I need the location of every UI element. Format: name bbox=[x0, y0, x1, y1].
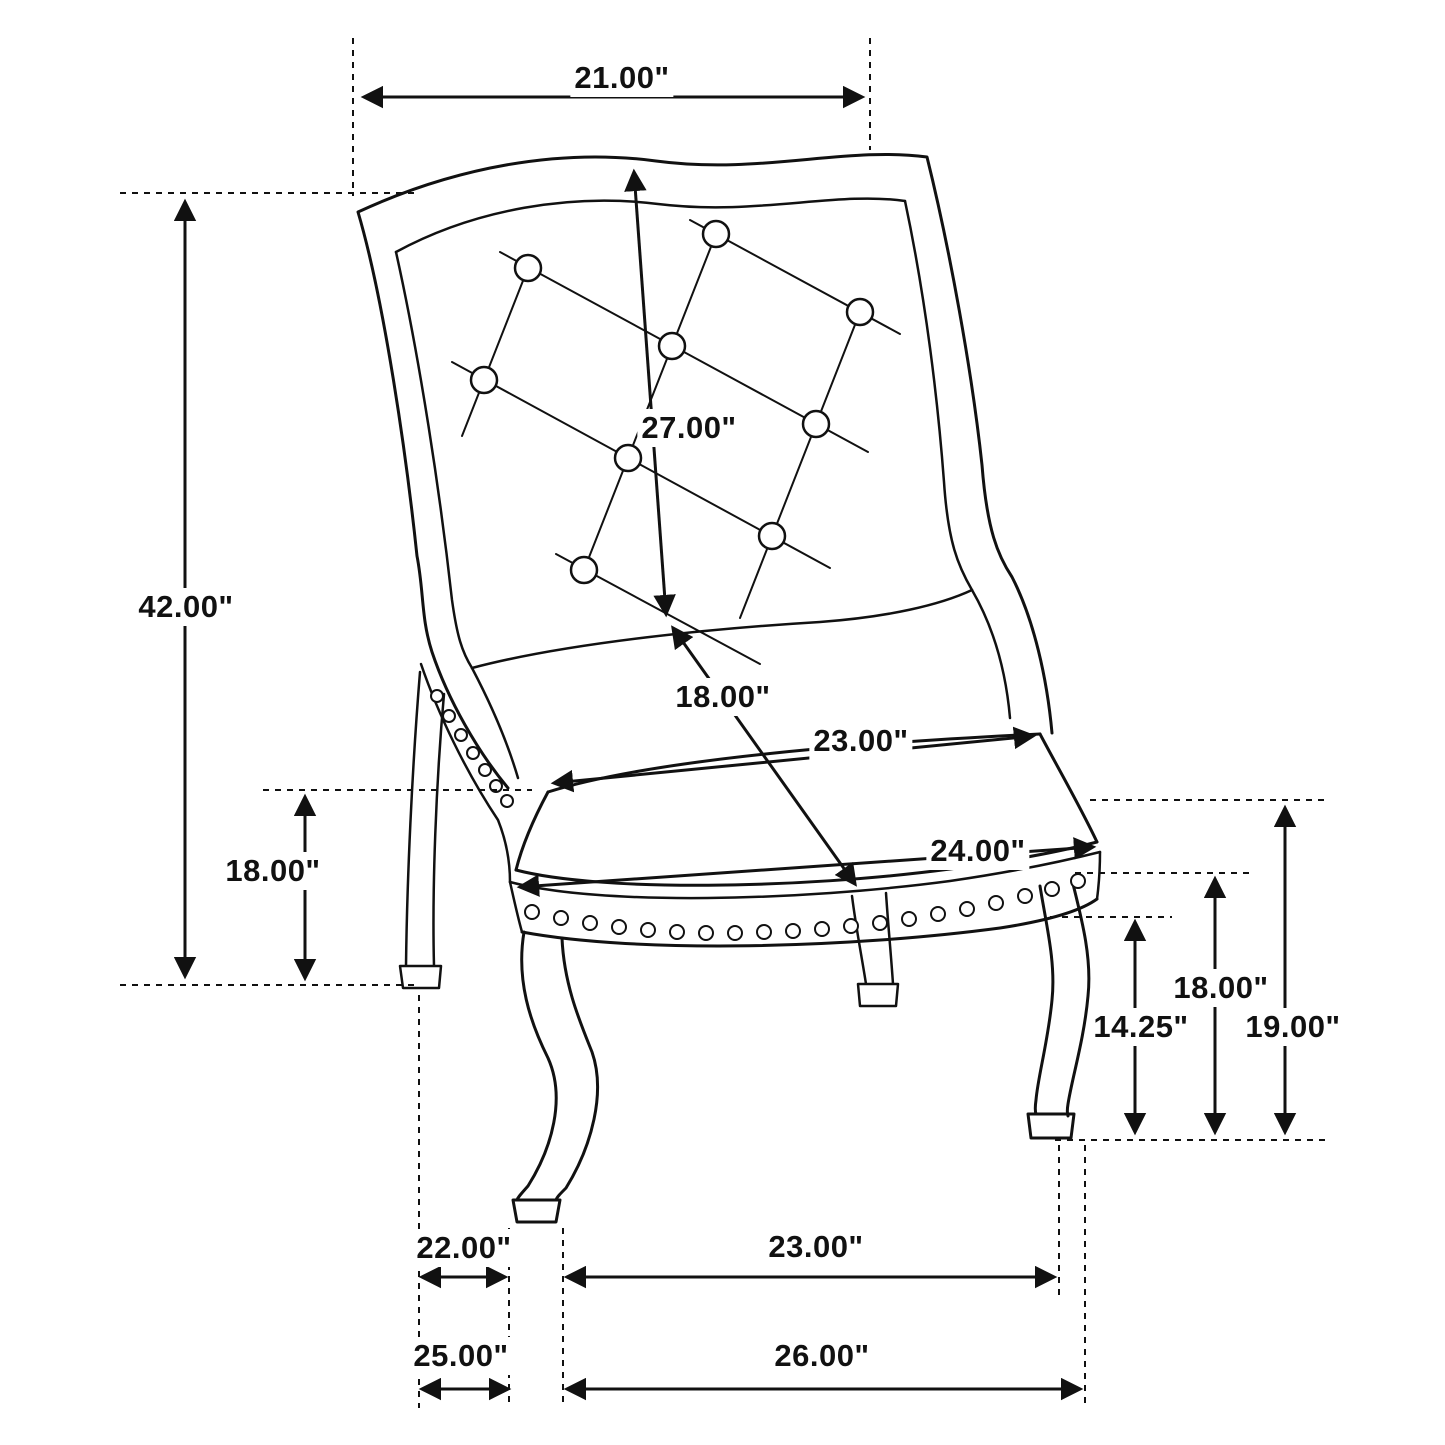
dim-label-overall-height: 42.00" bbox=[134, 588, 238, 626]
dim-arrow-seat-width-back bbox=[550, 726, 1037, 793]
dim-label-base-width-outer: 26.00" bbox=[770, 1337, 874, 1375]
right-arm-roll bbox=[970, 588, 1012, 720]
chair-back-outline bbox=[356, 152, 1054, 790]
back-left-leg bbox=[398, 670, 446, 990]
front-rail-bottom bbox=[520, 897, 1099, 948]
back-top-seam bbox=[394, 197, 907, 254]
left-wing-seam bbox=[394, 250, 474, 670]
right-wing-seam bbox=[903, 199, 974, 592]
dim-label-base-depth-outer: 25.00" bbox=[409, 1337, 513, 1375]
dim-arrow-back-diagonal bbox=[624, 168, 676, 618]
seat-left-edge bbox=[514, 790, 550, 872]
front-left-leg bbox=[511, 930, 599, 1224]
tuft-buttons bbox=[469, 219, 875, 585]
dim-label-back-width-top: 21.00" bbox=[570, 59, 674, 97]
dim-label-height-right-inner: 14.25" bbox=[1089, 1008, 1193, 1046]
dim-label-seat-diagonal: 18.00" bbox=[671, 678, 775, 716]
dim-label-height-right-outer: 19.00" bbox=[1241, 1008, 1345, 1046]
extension-lines bbox=[120, 38, 1330, 1408]
dim-label-seat-width-front: 24.00" bbox=[926, 832, 1030, 870]
dim-label-base-depth-front: 22.00" bbox=[412, 1229, 516, 1267]
dim-label-back-diagonal: 27.00" bbox=[637, 409, 741, 447]
front-right-leg bbox=[1026, 878, 1091, 1140]
back-bottom-curve bbox=[470, 588, 974, 670]
dim-label-base-width-inner: 23.00" bbox=[764, 1228, 868, 1266]
nailhead-trim bbox=[430, 689, 1086, 941]
left-arm-roll bbox=[470, 666, 520, 780]
seat-right-edge bbox=[1038, 732, 1099, 844]
dim-label-seat-width-back: 23.00" bbox=[809, 722, 913, 760]
front-rail-right-end bbox=[1095, 850, 1102, 901]
back-right-leg bbox=[850, 891, 900, 1008]
dimension-arrows bbox=[173, 85, 1297, 1401]
dim-label-height-right-mid: 18.00" bbox=[1169, 969, 1273, 1007]
front-rail-left-end bbox=[508, 880, 524, 934]
dim-label-seat-height-side: 18.00" bbox=[221, 852, 325, 890]
